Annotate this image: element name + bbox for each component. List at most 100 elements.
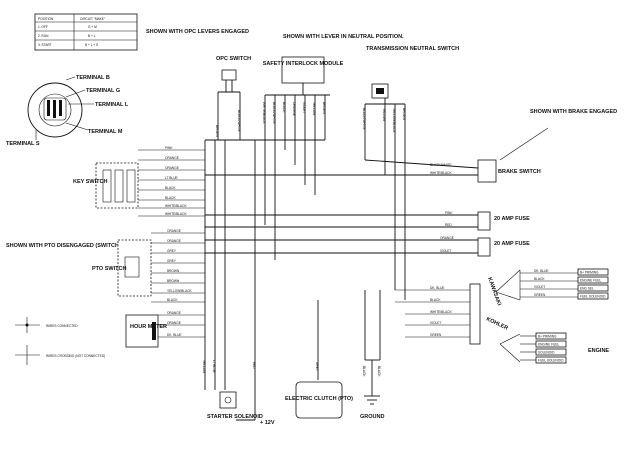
wire-label: ORANGE [167, 239, 181, 243]
clutch-title: ELECTRIC CLUTCH (PTO) [285, 396, 353, 402]
brake-switch: SHOWN WITH BRAKE ENGAGED BRAKE SWITCH BL… [205, 109, 617, 183]
brake-note: SHOWN WITH BRAKE ENGAGED [530, 109, 617, 115]
opc-title: OPC SWITCH [216, 56, 251, 62]
terminal-b-label: TERMINAL B [76, 75, 110, 81]
wire-label: PINK [165, 146, 173, 150]
kohler-label: KOHLER [485, 316, 509, 331]
table-cell: 1. OFF [38, 25, 48, 29]
engine-harness: DK. BLUE BLACK WHITE/BLACK VIOLET GREEN … [395, 277, 509, 345]
pin-label: BLACK [534, 277, 545, 281]
ground: BLACK BLACK GROUND [360, 359, 384, 420]
plus-12v-label: + 12V [260, 420, 275, 426]
engine-tag: ENG SEL [580, 287, 594, 291]
wire-label: BROWN [322, 102, 326, 115]
table-cell: B + L [88, 34, 96, 38]
wire-label: BLACK [377, 366, 381, 377]
kohler-connector: B+ PRIMING ENGINE FUEL SOLENOID FUEL SOL… [499, 332, 609, 364]
transmission-neutral-switch: TRANSMISSION NEUTRAL SWITCH BLACK/WHITE … [362, 46, 459, 300]
table-cell: G + M [88, 25, 97, 29]
legend-connected: WIRES CONNECTED [46, 324, 78, 328]
wire-label: ORANGE [292, 102, 296, 116]
fuse-2-label: 20 AMP FUSE [494, 241, 530, 247]
wire-label: ORANGE [167, 321, 181, 325]
wire-label: VIOLET [302, 102, 306, 113]
safety-interlock-module: SHOWN WITH LEVER IN NEUTRAL POSITION. SA… [262, 34, 404, 260]
pin-label: VIOLET [534, 285, 545, 289]
wire-label: VIOLET [440, 249, 451, 253]
wire-label: RED [445, 223, 452, 227]
wire-label: YELLOW [312, 102, 316, 115]
brake-title: BRAKE SWITCH [498, 169, 541, 175]
wire-label: BLACK/WHITE [237, 110, 241, 132]
wire-label: DK. BLUE [167, 333, 182, 337]
engine-tag: ENGINE FUEL [538, 343, 559, 347]
terminal-g-label: TERMINAL G [86, 88, 120, 94]
electric-clutch: GREY ELECTRIC CLUTCH (PTO) [285, 362, 353, 419]
hour-meter-title: HOUR METER [130, 324, 167, 330]
starter-solenoid: YELLOW LT BLUE RED + 12V STARTER SOLENOI… [202, 360, 275, 426]
key-switch-face: TERMINAL B TERMINAL G TERMINAL L TERMINA… [6, 75, 129, 147]
fuse-1-label: 20 AMP FUSE [494, 216, 530, 222]
harness [204, 139, 381, 395]
wire-label: LT BLUE [165, 176, 178, 180]
key-switch-title: KEY SWITCH [73, 179, 107, 185]
wire-label: LT BLUE [212, 360, 216, 373]
terminal-l-label: TERMINAL L [95, 102, 129, 108]
engine-tag: B+ PRIMING [580, 271, 599, 275]
legend: WIRES CONNECTED WIRES CROSSING (NOT CONN… [15, 317, 105, 365]
wire-label: ORANGE [440, 236, 454, 240]
wire-label: WHITE/BLACK [430, 310, 452, 314]
ground-title: GROUND [360, 414, 384, 420]
pin-label: DK. BLUE [534, 269, 549, 273]
kawasaki-connector: DK. BLUE BLACK VIOLET GREEN B+ PRIMING E… [495, 268, 609, 301]
engine-tag: ENGINE FUEL [580, 279, 601, 283]
table-header-circuit: CIRCUIT "MAKE" [80, 17, 105, 21]
wire-label: ORANGE [165, 166, 179, 170]
starter-title-text: STARTER SOLENOID [207, 414, 263, 420]
wire-label: BLACK/WHITE [272, 102, 276, 124]
interlock-title: SAFETY INTERLOCK MODULE [263, 61, 344, 67]
wire-label: YELLOW/BLACK [167, 289, 192, 293]
engine-tag: SOLENOID [538, 351, 555, 355]
wire-label: PINK [445, 211, 453, 215]
fuse-2: 20 AMP FUSE ORANGE VIOLET [205, 236, 530, 257]
position-table: POSITION CIRCUIT "MAKE" 1. OFF G + M 2. … [34, 13, 138, 51]
wire-label: YELLOW [382, 108, 386, 121]
wire-label: BLACK/WHITE [430, 163, 452, 167]
wire-label: GREY [167, 259, 177, 263]
kawasaki-label: KAWASAKI [486, 277, 502, 307]
key-switch: KEY SWITCH PINK ORANGE ORANGE LT BLUE BL… [73, 146, 205, 217]
opc-switch: SHOWN WITH OPC LEVERS ENGAGED OPC SWITCH… [146, 29, 251, 140]
wire-label: ORANGE [167, 229, 181, 233]
fuse-1: 20 AMP FUSE PINK RED [205, 211, 530, 231]
wire-label: VIOLET [430, 321, 441, 325]
wire-label: BLACK [282, 102, 286, 113]
terminal-m-label: TERMINAL M [88, 129, 123, 135]
engine-tag: FUEL SOLENOID [580, 295, 606, 299]
pto-title: PTO SWITCH [92, 266, 126, 272]
wire-label: GREY [315, 362, 319, 372]
wire-label: BROWN [167, 269, 180, 273]
table-cell: B + L + S [85, 43, 98, 47]
interlock-title-text: SAFETY INTERLOCK MODULE [263, 61, 344, 67]
wire-label: WHITE/BLACK [165, 204, 187, 208]
wire-label: WHITE/BLACK [165, 212, 187, 216]
pto-note: SHOWN WITH PTO DISENGAGED (SWITCH IN) [6, 243, 128, 249]
table-cell: 3. START [38, 43, 52, 47]
table-cell: 2. RUN [38, 34, 49, 38]
wire-label: DK. BLUE [430, 286, 445, 290]
wire-label: BLACK [167, 298, 178, 302]
wire-label: BLACK [362, 366, 366, 377]
wire-label: YELLOW [202, 360, 206, 373]
pin-label: GREEN [534, 293, 546, 297]
interlock-note: SHOWN WITH LEVER IN NEUTRAL POSITION. [283, 34, 404, 40]
wire-label: GREEN [430, 333, 442, 337]
wire-label: BLACK [430, 298, 441, 302]
transmission-title: TRANSMISSION NEUTRAL SWITCH [366, 46, 459, 52]
engine-tag: B+ PRIMING [538, 335, 557, 339]
terminal-s-label: TERMINAL S [6, 141, 40, 147]
wire-label: ORANGE [165, 156, 179, 160]
opc-note: SHOWN WITH OPC LEVERS ENGAGED [146, 29, 249, 35]
table-header-position: POSITION [38, 17, 54, 21]
